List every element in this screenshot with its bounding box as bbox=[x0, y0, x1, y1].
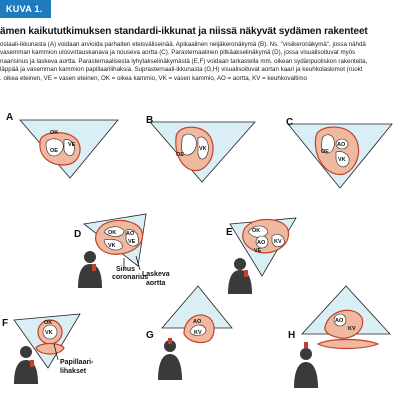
annotation: Laskeva bbox=[142, 271, 170, 278]
panel-letter: D bbox=[74, 229, 81, 240]
ultrasound-probe-icon bbox=[244, 270, 248, 277]
annotation: Sinus bbox=[116, 266, 135, 273]
panel-g: G AO KV bbox=[146, 285, 233, 380]
person-silhouette-icon bbox=[14, 346, 38, 384]
heart-cavity bbox=[197, 136, 209, 160]
heart-cavity bbox=[321, 134, 335, 154]
structure-label: OE bbox=[50, 148, 58, 154]
structure-label: VE bbox=[254, 248, 262, 254]
person-silhouette-icon bbox=[294, 348, 318, 388]
ultrasound-probe-icon bbox=[168, 338, 172, 344]
panel-letter: B bbox=[146, 115, 153, 126]
panel-a: A OK VE OE bbox=[6, 112, 119, 179]
structure-label: VK bbox=[108, 243, 116, 249]
structure-label: KV bbox=[274, 239, 282, 245]
panel-c: C OE AO VK bbox=[286, 117, 393, 189]
heart-cavity bbox=[45, 138, 64, 157]
figure-badge: KUVA 1. bbox=[0, 0, 51, 18]
echo-views-figure: A OK VE OE B OE VK C OE AO VK bbox=[2, 112, 393, 388]
heart-wall bbox=[35, 342, 65, 355]
panel-f: F OK VK Papillaari- lihakset bbox=[2, 313, 94, 384]
caption-line: . oikea eteinen, VE = vasen eteinen, OK … bbox=[0, 74, 307, 82]
panel-h: H AO KV bbox=[288, 285, 391, 388]
panel-b: B OE VK bbox=[146, 115, 256, 183]
heart-cavity bbox=[271, 234, 285, 248]
heart-cavity bbox=[181, 133, 197, 156]
ultrasound-probe-icon bbox=[304, 342, 308, 348]
heart-cavity bbox=[189, 324, 207, 336]
header-bar: KUVA 1. bbox=[0, 0, 400, 18]
panel-letter: F bbox=[2, 318, 8, 329]
heart-cavity bbox=[103, 238, 123, 251]
structure-label: AO bbox=[337, 142, 346, 148]
structure-label: OE bbox=[321, 149, 329, 155]
panel-letter: G bbox=[146, 330, 154, 341]
arrow-icon bbox=[53, 343, 59, 361]
panel-letter: H bbox=[288, 330, 295, 341]
annotation: aortta bbox=[146, 280, 166, 287]
heart-cavity bbox=[335, 151, 350, 168]
caption-line: läppää ja vasemman kammion papillaarilih… bbox=[0, 66, 363, 74]
caption-line: vasemman kammion ulosvirtauskanava ja no… bbox=[0, 49, 356, 57]
arrow-icon bbox=[135, 255, 141, 271]
heart-cavity bbox=[63, 139, 75, 156]
structure-label: VE bbox=[128, 239, 136, 245]
structure-label: KV bbox=[194, 330, 202, 336]
structure-label: AO bbox=[126, 231, 135, 237]
heart-cavity bbox=[255, 235, 269, 249]
panel-letter: C bbox=[286, 117, 293, 128]
structure-label: VK bbox=[338, 157, 346, 163]
person-silhouette-icon bbox=[228, 258, 252, 294]
panel-letter: E bbox=[226, 227, 233, 238]
caption-line: naarisinus ja laskeva aortta. Parasterna… bbox=[0, 57, 368, 65]
structure-label: AO bbox=[257, 240, 266, 246]
panel-e: E OK AO KV VE bbox=[226, 217, 297, 294]
heart-cavity bbox=[125, 229, 139, 247]
person-silhouette-icon bbox=[158, 340, 182, 380]
ultrasound-probe-icon bbox=[92, 264, 96, 271]
structure-label: AO bbox=[193, 319, 202, 325]
caption-line: ostaali-ikkunasta (A) voidaan arvioida p… bbox=[0, 41, 366, 48]
structure-label: OK bbox=[108, 230, 116, 236]
structure-label: VK bbox=[45, 330, 53, 336]
heart-cavity bbox=[247, 225, 269, 238]
structure-label: OK bbox=[50, 130, 58, 136]
annotation: lihakset bbox=[60, 368, 87, 375]
structure-label: AO bbox=[335, 318, 344, 324]
heart-cavity bbox=[103, 226, 125, 237]
heart-cavity bbox=[335, 138, 349, 150]
structure-label: OE bbox=[176, 152, 184, 158]
heart-wall bbox=[316, 338, 380, 350]
heart-cavity bbox=[333, 313, 347, 327]
heart-cavity bbox=[42, 324, 58, 340]
structure-label: OK bbox=[44, 320, 52, 326]
panel-letter: A bbox=[6, 112, 13, 123]
figure-title: ämen kaikututkimuksen standardi-ikkunat … bbox=[0, 26, 368, 37]
structure-label: VE bbox=[68, 142, 76, 148]
figure-caption: ostaali-ikkunasta (A) voidaan arvioida p… bbox=[0, 41, 400, 83]
structure-label: VK bbox=[199, 146, 207, 152]
annotation: Papillaari- bbox=[60, 359, 94, 366]
ultrasound-probe-icon bbox=[30, 360, 34, 367]
structure-label: OK bbox=[252, 228, 260, 234]
person-silhouette-icon bbox=[78, 251, 102, 288]
panel-d: D OK AO VK VE Sinus coronarius Laskeva a… bbox=[74, 213, 170, 288]
structure-label: KV bbox=[348, 326, 356, 332]
annotation: coronarius bbox=[112, 274, 148, 281]
